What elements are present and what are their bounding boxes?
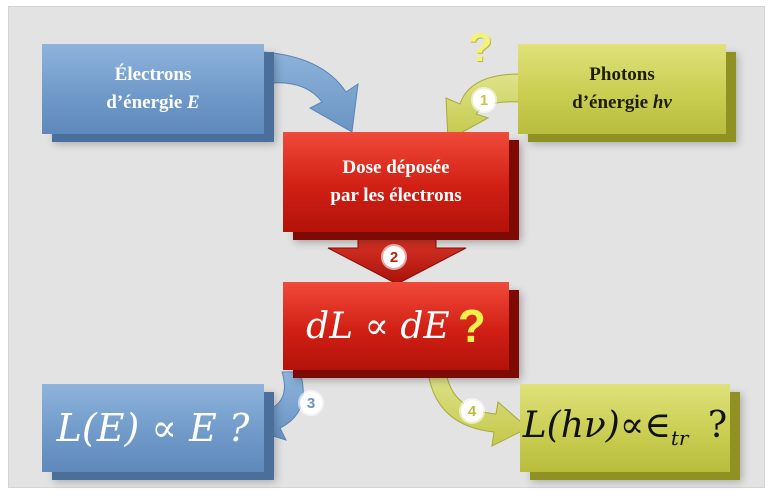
lhv-question-mark: ? (707, 405, 728, 447)
dose-line1: Dose déposée (342, 157, 450, 178)
electrons-line1: Électrons (114, 64, 192, 85)
question-mark-photons: ? (468, 26, 493, 70)
electrons-energy-symbol: E (187, 92, 200, 113)
photons-energy-label: d’énergie (572, 92, 649, 113)
lhv-formula-main: L(hν)∝∈ (522, 405, 671, 447)
dose-line2: par les électrons (330, 185, 462, 206)
step-2-badge: 2 (383, 246, 405, 268)
dl-formula: dL ∝ dE (306, 305, 450, 347)
lhv-result-box: L(hν)∝∈tr ? (520, 384, 730, 472)
step-1-badge: 1 (473, 89, 495, 111)
step-4-badge: 4 (461, 400, 483, 422)
dose-box: Dose déposée par les électrons (283, 132, 509, 232)
lhv-formula: L(hν)∝∈tr ? (523, 405, 727, 450)
photons-energy-symbol: hν (652, 92, 672, 113)
lhv-formula-subscript: tr (670, 426, 689, 451)
arrow-dl-to-lhv (427, 371, 529, 447)
electrons-energy-label: d’énergie (106, 92, 183, 113)
le-result-box: L(E) ∝ E ? (42, 384, 264, 472)
arrow-electrons-to-dose (261, 51, 359, 133)
photons-box: Photons d’énergie hν (518, 44, 726, 134)
dl-question-mark: ? (457, 300, 486, 352)
photons-line2: d’énergie hν (572, 89, 672, 117)
photons-line1: Photons (589, 64, 655, 85)
electrons-line2: d’énergie E (106, 89, 199, 117)
dl-proportional-box: dL ∝ dE ? (283, 282, 509, 370)
electrons-box: Électrons d’énergie E (42, 44, 264, 134)
le-formula: L(E) ∝ E ? (56, 406, 250, 450)
step-3-badge: 3 (300, 392, 322, 414)
